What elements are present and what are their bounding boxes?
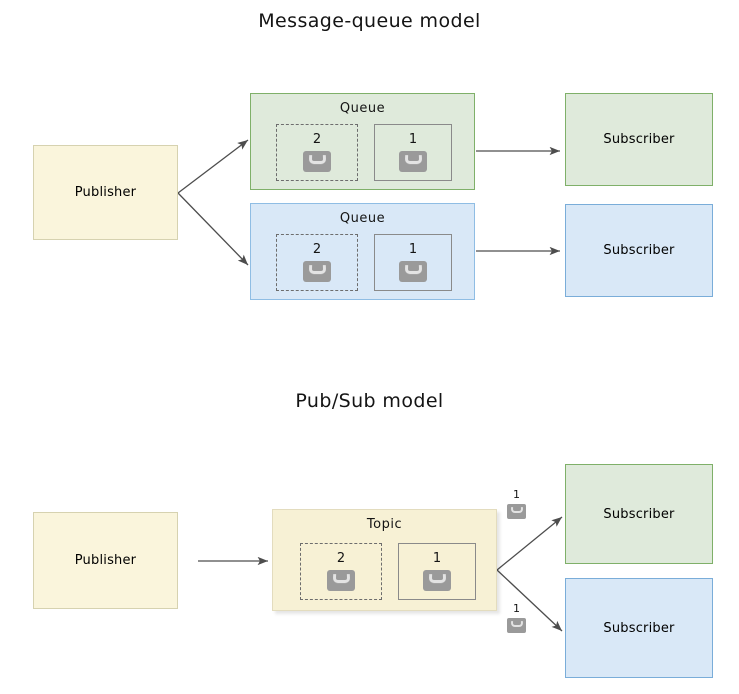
page-title-pub-sub: Pub/Sub model — [295, 390, 444, 412]
message-number: 2 — [336, 551, 346, 566]
message-slot-active-green[interactable]: 1 — [374, 124, 452, 181]
topic-container[interactable]: Topic 2 1 — [272, 509, 497, 611]
message-slot-active-topic[interactable]: 1 — [398, 543, 476, 600]
message-number: 1 — [408, 242, 418, 257]
message-number: 1 — [513, 488, 520, 501]
topic-label: Topic — [366, 517, 403, 532]
delivered-message-blue: 1 — [507, 603, 526, 633]
message-number: 1 — [432, 551, 442, 566]
publisher-box-pub-sub[interactable]: Publisher — [33, 512, 178, 609]
subscriber-box-green-pubsub[interactable]: Subscriber — [565, 464, 713, 564]
subscriber-box-green[interactable]: Subscriber — [565, 93, 713, 186]
subscriber-label: Subscriber — [603, 620, 675, 636]
envelope-icon — [423, 570, 451, 591]
publisher-box-message-queue[interactable]: Publisher — [33, 145, 178, 240]
envelope-icon — [399, 261, 427, 282]
publisher-label: Publisher — [74, 185, 137, 200]
message-slot-pending-topic[interactable]: 2 — [300, 543, 382, 600]
subscriber-label: Subscriber — [603, 243, 675, 258]
message-number: 1 — [513, 602, 520, 615]
message-slot-active-blue[interactable]: 1 — [374, 234, 452, 291]
message-number: 1 — [408, 132, 418, 147]
delivered-message-green: 1 — [507, 489, 526, 519]
queue-container-blue[interactable]: Queue 2 1 — [250, 203, 475, 300]
queue-label-blue: Queue — [339, 211, 386, 226]
message-number: 2 — [312, 132, 322, 147]
arrow-topic-to-subscriber-green — [496, 516, 563, 571]
arrow-publisher-to-queue-green — [177, 139, 249, 194]
envelope-icon — [507, 618, 526, 633]
subscriber-label: Subscriber — [603, 506, 675, 522]
subscriber-box-blue-pubsub[interactable]: Subscriber — [565, 578, 713, 678]
publisher-label: Publisher — [74, 553, 137, 568]
envelope-icon — [399, 151, 427, 172]
envelope-icon — [327, 570, 355, 591]
subscriber-box-blue[interactable]: Subscriber — [565, 204, 713, 297]
envelope-icon — [303, 261, 331, 282]
message-slot-pending-green[interactable]: 2 — [276, 124, 358, 181]
message-slot-pending-blue[interactable]: 2 — [276, 234, 358, 291]
message-number: 2 — [312, 242, 322, 257]
page-title-message-queue: Message-queue model — [258, 10, 481, 32]
envelope-icon — [303, 151, 331, 172]
queue-container-green[interactable]: Queue 2 1 — [250, 93, 475, 190]
queue-label-green: Queue — [339, 101, 386, 116]
arrow-publisher-to-queue-blue — [177, 192, 249, 266]
subscriber-label: Subscriber — [603, 132, 675, 147]
envelope-icon — [507, 504, 526, 519]
